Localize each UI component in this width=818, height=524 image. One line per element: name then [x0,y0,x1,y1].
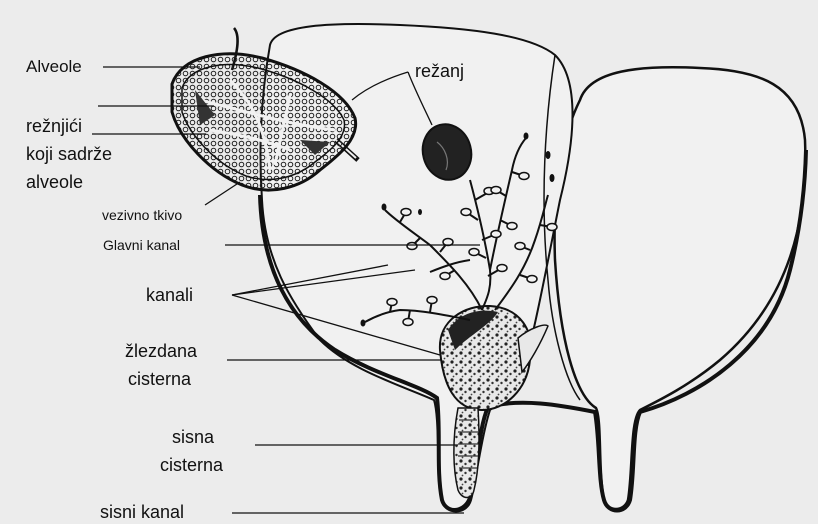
label-alveole: Alveole [26,58,82,75]
teat-cistern-shape [454,408,479,498]
label-kanali: kanali [146,286,193,304]
label-reznjici-line3: alveole [26,173,83,191]
label-vezivno-tkivo: vezivno tkivo [102,208,182,222]
label-zlezdana-line2: cisterna [128,370,191,388]
label-sisni-kanal: sisni kanal [100,503,184,521]
label-reznjici-line1: režnjići [26,117,82,135]
label-reznjici-line2: koji sadrže [26,145,112,163]
label-reznjanj: režanj [415,62,464,80]
label-sisna-line2: cisterna [160,456,223,474]
right-udder-quarter [555,67,806,509]
label-zlezdana-line1: žlezdana [125,342,197,360]
label-glavni-kanal: Glavni kanal [103,238,180,252]
label-sisna-line1: sisna [172,428,214,446]
